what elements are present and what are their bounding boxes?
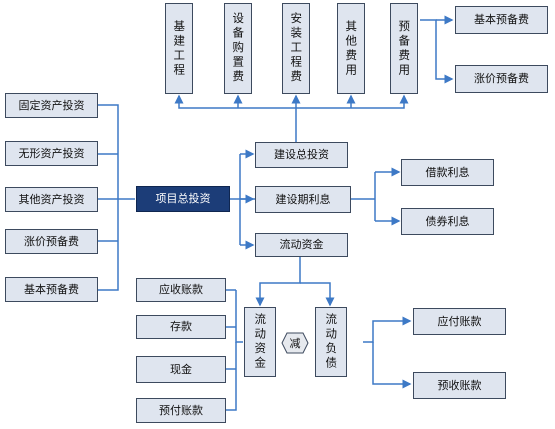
total-investment-label: 项目总投资 bbox=[155, 192, 211, 206]
liability-item-label: 预收账款 bbox=[437, 378, 482, 392]
left-item-label: 其他资产投资 bbox=[18, 192, 85, 206]
top-item-label: 其他费用 bbox=[344, 19, 359, 78]
accounts-payable-box: 应付账款 bbox=[413, 308, 506, 335]
asset-item-label: 应收账款 bbox=[159, 283, 203, 297]
left-item-label: 涨价预备费 bbox=[24, 234, 79, 248]
asset-item-label: 预付账款 bbox=[159, 403, 203, 417]
current-liabilities-label: 流动负债 bbox=[324, 313, 339, 371]
reserve-costs-box: 预备费用 bbox=[390, 3, 418, 94]
working-capital-box: 流动资金 bbox=[255, 233, 348, 257]
liability-item-label: 应付账款 bbox=[437, 314, 482, 328]
deposit-box: 存款 bbox=[136, 315, 226, 339]
asset-item-label: 存款 bbox=[170, 320, 192, 334]
current-assets-box: 流动资金 bbox=[244, 307, 276, 377]
interest-item-label: 借款利息 bbox=[425, 165, 470, 179]
branch-label: 建设期利息 bbox=[275, 192, 331, 206]
left-item-label: 基本预备费 bbox=[24, 282, 79, 296]
other-costs-box: 其他费用 bbox=[337, 3, 365, 94]
branch-label: 流动资金 bbox=[279, 238, 324, 252]
top-item-label: 安装工程费 bbox=[289, 12, 304, 85]
current-assets-label: 流动资金 bbox=[253, 313, 268, 371]
capital-construction-box: 基建工程 bbox=[165, 3, 193, 94]
prepaid-accounts-box: 预付账款 bbox=[136, 398, 226, 423]
reserve-item-label: 涨价预备费 bbox=[474, 72, 529, 86]
loan-interest-box: 借款利息 bbox=[401, 159, 494, 186]
advance-receipts-box: 预收账款 bbox=[413, 372, 506, 399]
asset-item-label: 现金 bbox=[170, 362, 192, 376]
top-item-label: 基建工程 bbox=[172, 19, 187, 78]
top-item-label: 设备购置费 bbox=[231, 12, 246, 85]
minus-hexagon: 减 bbox=[281, 332, 309, 354]
price-reserve-box: 涨价预备费 bbox=[5, 229, 98, 254]
intangible-asset-investment-box: 无形资产投资 bbox=[5, 141, 98, 166]
price-reserve-right-box: 涨价预备费 bbox=[455, 65, 548, 93]
left-item-label: 无形资产投资 bbox=[18, 146, 85, 160]
basic-reserve-box: 基本预备费 bbox=[5, 277, 98, 302]
other-asset-investment-box: 其他资产投资 bbox=[5, 187, 98, 212]
installation-cost-box: 安装工程费 bbox=[282, 3, 310, 94]
interest-item-label: 债券利息 bbox=[425, 214, 470, 228]
accounts-receivable-box: 应收账款 bbox=[136, 278, 226, 302]
basic-reserve-right-box: 基本预备费 bbox=[455, 6, 548, 34]
construction-period-interest-box: 建设期利息 bbox=[255, 186, 351, 213]
minus-label: 减 bbox=[290, 337, 301, 350]
fixed-asset-investment-box: 固定资产投资 bbox=[5, 93, 98, 118]
equipment-purchase-box: 设备购置费 bbox=[224, 3, 252, 94]
bond-interest-box: 债券利息 bbox=[401, 208, 494, 235]
total-investment-box: 项目总投资 bbox=[136, 186, 230, 212]
construction-total-investment-box: 建设总投资 bbox=[255, 142, 348, 168]
left-item-label: 固定资产投资 bbox=[18, 98, 85, 112]
cash-box: 现金 bbox=[136, 356, 226, 383]
current-liabilities-box: 流动负债 bbox=[315, 307, 347, 377]
top-item-label: 预备费用 bbox=[397, 19, 412, 78]
branch-label: 建设总投资 bbox=[274, 148, 329, 162]
reserve-item-label: 基本预备费 bbox=[474, 13, 529, 27]
